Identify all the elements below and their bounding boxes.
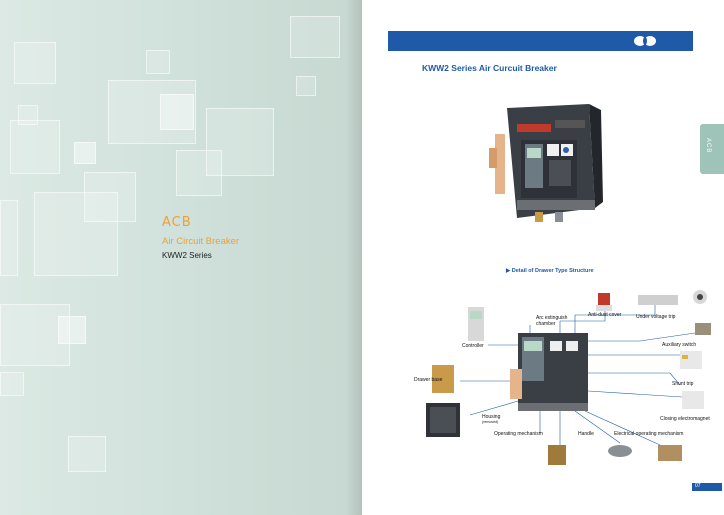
bullet-icon: ▶	[506, 268, 512, 274]
decor-square	[176, 150, 222, 196]
decor-square	[84, 172, 136, 222]
acb-code: ACB	[162, 215, 192, 230]
decor-square	[0, 372, 24, 396]
label-under-voltage-trip: Under voltage trip	[636, 314, 676, 320]
page-title: KWW2 Series Air Curcuit Breaker	[422, 63, 557, 73]
label-handle: Handle	[578, 431, 594, 437]
decor-square	[160, 94, 194, 130]
decor-square	[108, 80, 196, 144]
right-page: KWW2 Series Air Curcuit Breaker ACB ▶ De…	[362, 0, 724, 515]
section-tab[interactable]: ACB	[700, 124, 724, 174]
decor-square	[34, 192, 118, 276]
diagram-graphics	[426, 290, 711, 465]
decor-square	[14, 42, 56, 84]
acb-name: Air Circuit Breaker	[162, 236, 240, 247]
label-electrical-operating-mechanism: Electrical operating mechanism	[614, 431, 684, 437]
breaker-product-image	[489, 104, 603, 222]
series-name: KWW2 Series	[162, 251, 212, 260]
label-closing-electromagnet: Closing electromagnet	[660, 416, 710, 422]
detail-heading-text: Detail of Drawer Type Structure	[511, 268, 594, 274]
left-page: ACB Air Circuit Breaker KWW2 Series	[0, 0, 362, 515]
label-housing-note: (removed)	[482, 420, 499, 424]
gutter-shadow	[346, 0, 362, 515]
exploded-diagram: Anti-dust cover Arc extinguish chamber U…	[410, 285, 715, 475]
label-drawer-base: Drawer base	[414, 377, 443, 383]
decor-square	[290, 16, 340, 58]
label-shunt-trip: Shunt trip	[672, 381, 694, 387]
decor-square	[146, 50, 170, 74]
decor-square	[296, 76, 316, 96]
decor-square	[206, 108, 274, 176]
decor-square	[0, 200, 18, 276]
section-tab-label: ACB	[705, 138, 711, 154]
header-bar	[388, 31, 693, 51]
label-operating-mechanism: Operating mechanism	[494, 431, 543, 437]
decor-square	[74, 142, 96, 164]
label-arc-extinguish-2: chamber	[536, 321, 556, 327]
label-housing: Housing	[482, 414, 501, 420]
decor-square	[58, 316, 86, 344]
label-anti-dust-cover: Anti-dust cover	[588, 312, 622, 318]
label-auxiliary-switch: Auxiliary switch	[662, 342, 697, 348]
page-number: 07	[695, 483, 701, 489]
label-controller: Controller	[462, 343, 484, 349]
detail-heading: ▶ Detail of Drawer Type Structure	[506, 268, 594, 274]
label-arc-extinguish-1: Arc extinguish	[536, 315, 568, 321]
decor-square	[10, 120, 60, 174]
page-number-tab: 07	[692, 483, 722, 491]
brand-logo-icon	[634, 36, 656, 46]
decor-square	[68, 436, 106, 472]
